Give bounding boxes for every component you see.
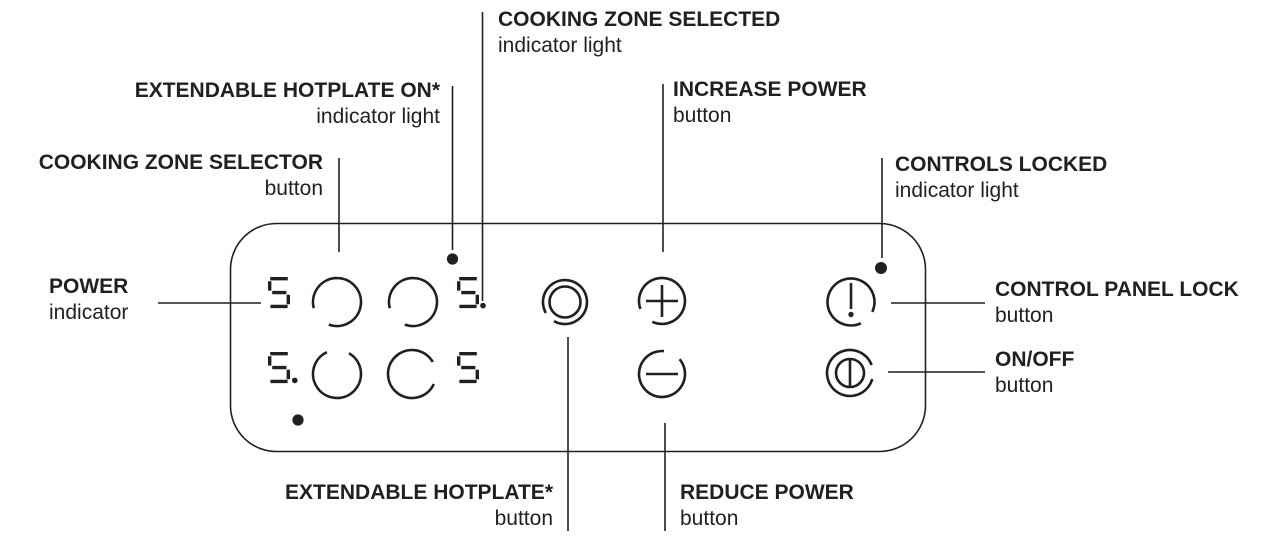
- callout-increase-power-sub: button: [673, 104, 732, 127]
- callout-extendable-hotplate: EXTENDABLE HOTPLATE* button: [285, 480, 553, 532]
- callout-on-off-title: ON/OFF: [995, 348, 1075, 371]
- leader-lines: [158, 12, 985, 531]
- callout-increase-power-title: INCREASE POWER: [673, 78, 867, 101]
- callout-cooking-zone-selected-sub: indicator light: [498, 34, 622, 57]
- callout-extendable-hotplate-on-sub: indicator light: [316, 105, 440, 128]
- zone-selector-circle-icon-top-right: [387, 276, 439, 328]
- minus-circle-icon: [637, 349, 687, 399]
- extendable-hotplate-zone-indicator-light: [292, 414, 304, 426]
- plus-circle-icon: [637, 276, 687, 326]
- callout-extendable-hotplate-sub: button: [494, 507, 553, 530]
- callout-cooking-zone-selected: COOKING ZONE SELECTED indicator light: [498, 7, 780, 59]
- power-circle-outer-icon: [825, 348, 874, 398]
- callout-extendable-hotplate-on: EXTENDABLE HOTPLATE ON* indicator light: [135, 78, 440, 130]
- callout-control-panel-lock-title: CONTROL PANEL LOCK: [995, 278, 1239, 301]
- power-display-bottom-left: [268, 352, 298, 384]
- callout-reduce-power-title: REDUCE POWER: [680, 481, 854, 504]
- cooking-zone-selected-indicator-light: [480, 302, 486, 309]
- callout-reduce-power-sub: button: [680, 507, 739, 530]
- callout-controls-locked: CONTROLS LOCKED indicator light: [895, 152, 1107, 204]
- callout-power: POWER indicator: [49, 274, 128, 326]
- callout-reduce-power: REDUCE POWER button: [680, 480, 854, 532]
- extendable-hotplate-on-indicator-light: [446, 253, 459, 265]
- callout-increase-power: INCREASE POWER button: [673, 77, 867, 129]
- zone-selector-circle-icon-bottom-right: [386, 348, 435, 400]
- callout-control-panel-lock-sub: button: [995, 304, 1054, 327]
- callout-controls-locked-title: CONTROLS LOCKED: [895, 153, 1108, 176]
- callout-control-panel-lock: CONTROL PANEL LOCK button: [995, 277, 1239, 329]
- callout-on-off-sub: button: [995, 374, 1054, 397]
- reduce-power-button: [637, 349, 687, 399]
- control-panel-outline: [229, 222, 927, 453]
- lock-dot-icon: [848, 311, 854, 318]
- callout-power-sub: indicator: [49, 301, 129, 324]
- power-display-bottom-right: [457, 352, 479, 384]
- control-panel-lock-button: [826, 277, 876, 327]
- power-circle-inner-icon: [834, 357, 866, 389]
- cooking-zone-selected-indicator-light-2: [292, 377, 298, 384]
- controls-locked-indicator-light: [875, 262, 887, 274]
- callout-power-title: POWER: [49, 275, 129, 298]
- lock-circle-icon: [826, 277, 876, 327]
- callout-cooking-zone-selected-title: COOKING ZONE SELECTED: [498, 8, 781, 31]
- plus-icon: [646, 285, 678, 317]
- callout-extendable-hotplate-on-title: EXTENDABLE HOTPLATE ON*: [134, 79, 440, 102]
- indicator-dots: [292, 253, 887, 426]
- power-display-top-right: [457, 277, 486, 309]
- increase-power-button: [637, 276, 687, 326]
- power-display-top-left: [268, 277, 290, 309]
- double-circle-inner-icon: [548, 285, 582, 319]
- callout-cooking-zone-selector: COOKING ZONE SELECTOR button: [39, 150, 323, 202]
- callout-controls-locked-sub: indicator light: [895, 179, 1019, 202]
- cooking-zone-selector-buttons: [311, 276, 439, 400]
- extendable-hotplate-button: [541, 278, 589, 326]
- zone-selector-circle-icon-top-left: [311, 276, 363, 328]
- callout-extendable-hotplate-title: EXTENDABLE HOTPLATE*: [285, 481, 553, 504]
- power-displays: [268, 277, 486, 384]
- callout-on-off: ON/OFF button: [995, 347, 1074, 399]
- on-off-button: [825, 348, 874, 398]
- callout-cooking-zone-selector-title: COOKING ZONE SELECTOR: [38, 151, 323, 174]
- double-circle-outer-icon: [541, 278, 589, 326]
- zone-selector-circle-icon-bottom-left: [311, 351, 363, 400]
- callout-cooking-zone-selector-sub: button: [264, 177, 323, 200]
